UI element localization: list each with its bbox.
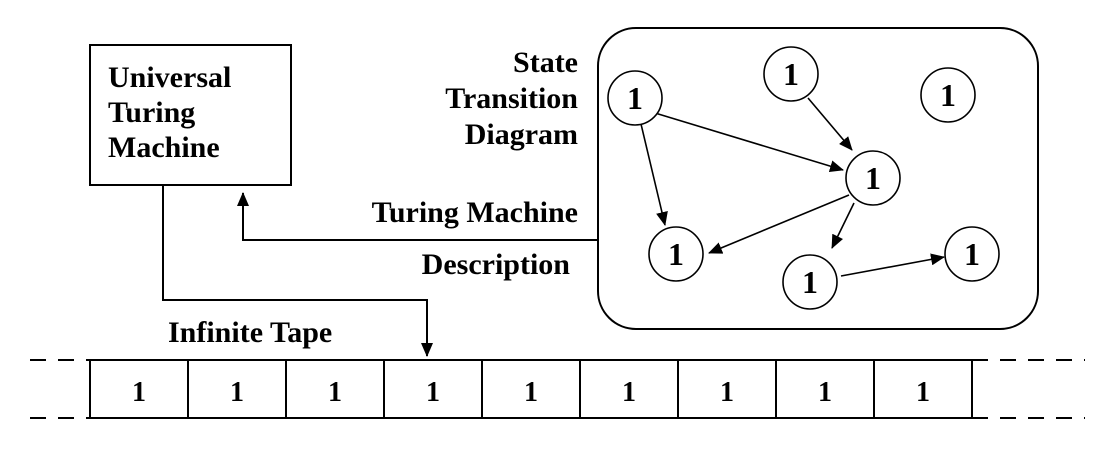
state-nodes: 1 1 1 1 1 1 1	[607, 46, 1000, 310]
utm-box	[89, 44, 292, 186]
tape-cell-value: 1	[426, 377, 440, 408]
tape-cell-value: 1	[524, 377, 538, 408]
svg-text:1: 1	[865, 160, 881, 196]
tape-cell-value: 1	[132, 377, 146, 408]
tape-cell-value: 1	[328, 377, 342, 408]
tape-cell-value: 1	[622, 377, 636, 408]
svg-text:1: 1	[668, 236, 684, 272]
svg-text:1: 1	[783, 56, 799, 92]
tape	[89, 359, 973, 419]
tm-description-line1: Turing Machine	[372, 196, 578, 229]
transition-edge	[654, 112, 844, 172]
tape-label: Infinite Tape	[168, 316, 332, 349]
state-node: 1	[845, 150, 901, 206]
tape-cell-value: 1	[230, 377, 244, 408]
transition-edge	[807, 97, 853, 151]
transition-edge	[640, 123, 668, 226]
state-node: 1	[920, 67, 976, 123]
transition-edge	[840, 253, 945, 277]
state-node: 1	[763, 46, 819, 102]
svg-text:1: 1	[964, 236, 980, 272]
svg-text:1: 1	[940, 77, 956, 113]
tm-description-line2: Description	[422, 248, 571, 281]
description-arrow	[237, 192, 598, 241]
tape-head-arrow	[162, 185, 433, 357]
state-node: 1	[648, 226, 704, 282]
state-node: 1	[944, 226, 1000, 282]
tape-cell-value: 1	[916, 377, 930, 408]
std-label-line2: Transition	[445, 82, 578, 115]
state-node: 1	[607, 70, 663, 126]
transition-edge	[831, 202, 855, 249]
utm-label-line1: Universal	[108, 61, 231, 94]
utm-label-line3: Machine	[108, 131, 220, 164]
tape-cell-value: 1	[818, 377, 832, 408]
std-label-line1: State	[513, 46, 578, 79]
tape-cells: 1 1 1 1 1 1 1 1 1	[132, 360, 930, 418]
svg-text:1: 1	[802, 264, 818, 300]
state-transitions	[640, 97, 945, 277]
state-node: 1	[782, 254, 838, 310]
svg-text:1: 1	[627, 80, 643, 116]
tape-cell-value: 1	[720, 377, 734, 408]
transition-edge	[708, 194, 850, 254]
utm-label-line2: Turing	[108, 96, 195, 129]
std-label-line3: Diagram	[465, 118, 578, 151]
